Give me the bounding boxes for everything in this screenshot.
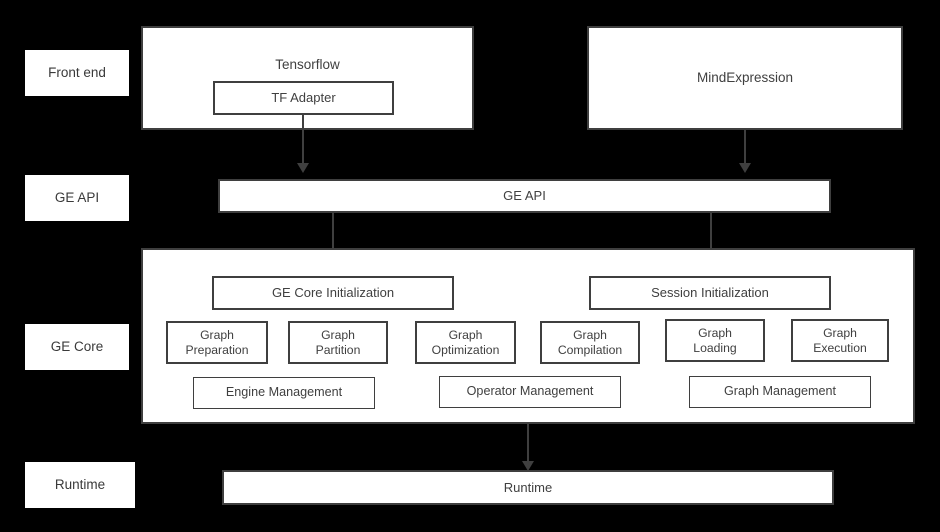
arrowhead-tf-adapter-to-ge-api xyxy=(297,163,309,173)
tf-adapter-box: TF Adapter xyxy=(213,81,394,115)
module-graph-loading: Graph Loading xyxy=(665,319,765,362)
module-graph-partition: Graph Partition xyxy=(288,321,388,364)
module-graph-optimization-line2: Optimization xyxy=(431,342,500,357)
module-graph-compilation-line2: Compilation xyxy=(557,342,623,357)
connector-ge-core-to-runtime xyxy=(527,424,529,464)
manager-graph-management: Graph Management xyxy=(689,376,871,408)
runtime-bar: Runtime xyxy=(222,470,834,505)
ge-core-initialization-box: GE Core Initialization xyxy=(212,276,454,310)
module-graph-preparation-line2: Preparation xyxy=(185,342,249,357)
module-graph-loading-line2: Loading xyxy=(693,340,737,355)
connector-ge-api-to-ge-core-init xyxy=(332,213,334,264)
ge-core-initialization-label: GE Core Initialization xyxy=(271,285,395,301)
module-graph-loading-line1: Graph xyxy=(698,325,732,340)
module-graph-preparation-line1: Graph xyxy=(200,327,234,342)
framework-title-tensorflow: Tensorflow xyxy=(275,57,340,72)
module-graph-partition-line2: Partition xyxy=(315,342,361,357)
runtime-bar-label: Runtime xyxy=(503,479,553,495)
module-graph-preparation: Graph Preparation xyxy=(166,321,268,364)
stage-label-ge-api-text: GE API xyxy=(54,189,100,205)
module-graph-execution: Graph Execution xyxy=(791,319,889,362)
stage-label-ge-core-text: GE Core xyxy=(50,338,104,354)
ge-api-bar-label: GE API xyxy=(503,188,546,204)
stage-label-front-end-text: Front end xyxy=(48,64,106,80)
module-graph-optimization: Graph Optimization xyxy=(415,321,516,364)
stage-label-runtime: Runtime xyxy=(25,462,135,508)
framework-panel-mindexpression: MindExpression xyxy=(587,26,903,130)
module-graph-execution-line2: Execution xyxy=(813,340,867,355)
connector-tf-adapter-to-ge-api xyxy=(302,115,304,164)
manager-operator-management-label: Operator Management xyxy=(466,384,594,399)
module-graph-optimization-line1: Graph xyxy=(448,327,483,342)
module-graph-compilation: Graph Compilation xyxy=(540,321,640,364)
framework-title-mindexpression: MindExpression xyxy=(696,69,794,85)
manager-engine-management: Engine Management xyxy=(193,377,375,409)
module-graph-partition-line1: Graph xyxy=(321,327,355,342)
connector-ge-api-to-session-init xyxy=(710,213,712,264)
stage-label-ge-core: GE Core xyxy=(25,324,129,370)
manager-graph-management-label: Graph Management xyxy=(723,384,836,399)
module-graph-execution-line1: Graph xyxy=(823,325,857,340)
module-graph-compilation-line1: Graph xyxy=(573,327,607,342)
manager-engine-management-label: Engine Management xyxy=(225,385,343,400)
session-initialization-label: Session Initialization xyxy=(651,285,769,301)
arrowhead-ge-core-to-runtime xyxy=(522,461,534,471)
arrowhead-mindexpression-to-ge-api xyxy=(739,163,751,173)
tf-adapter-label: TF Adapter xyxy=(271,90,336,106)
manager-operator-management: Operator Management xyxy=(439,376,621,408)
ge-api-bar: GE API xyxy=(218,179,831,213)
stage-label-runtime-text: Runtime xyxy=(54,476,106,492)
connector-mindexpression-to-ge-api xyxy=(744,130,746,164)
stage-label-front-end: Front end xyxy=(25,50,129,96)
stage-label-ge-api: GE API xyxy=(25,175,129,221)
session-initialization-box: Session Initialization xyxy=(589,276,831,310)
